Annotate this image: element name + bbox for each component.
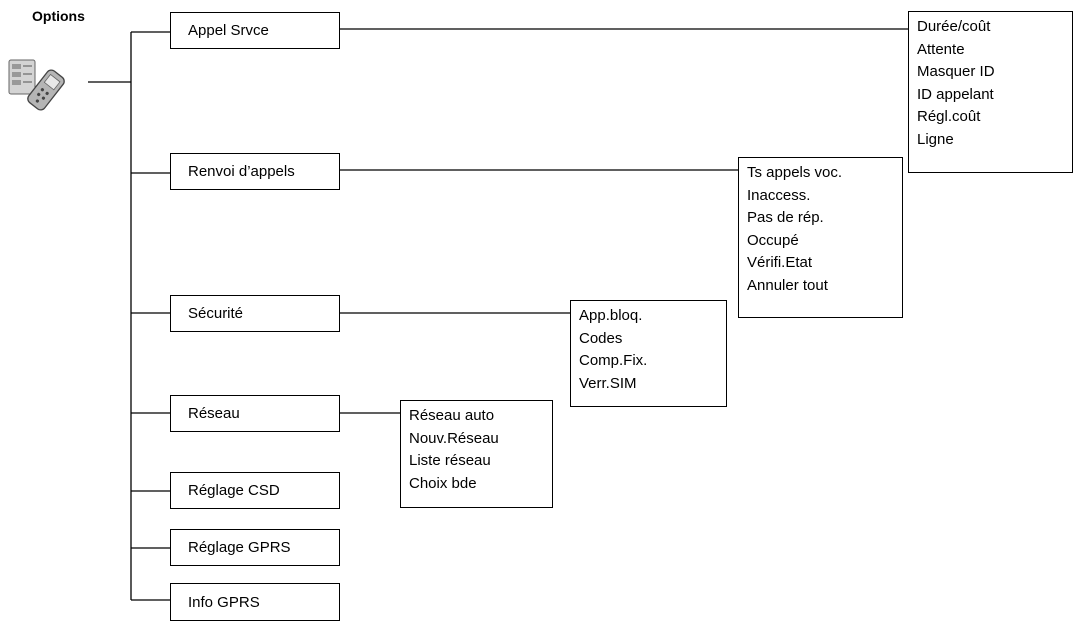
- page-title: Options: [32, 8, 85, 24]
- submenu-securite: App.bloq. Codes Comp.Fix. Verr.SIM: [570, 300, 727, 407]
- submenu-appel-srvce: Durée/coût Attente Masquer ID ID appelan…: [908, 11, 1073, 173]
- submenu-item[interactable]: Réseau auto: [409, 407, 495, 424]
- menu-item-reglage-csd[interactable]: Réglage CSD: [170, 472, 340, 509]
- submenu-item[interactable]: Verr.SIM: [579, 374, 637, 392]
- submenu-item[interactable]: Attente: [917, 40, 965, 58]
- menu-item-reseau[interactable]: Réseau: [170, 395, 340, 432]
- menu-item-label: Réseau: [188, 405, 240, 422]
- submenu-item[interactable]: Ligne: [917, 130, 954, 148]
- submenu-item[interactable]: Codes: [579, 329, 623, 347]
- menu-item-info-gprs[interactable]: Info GPRS: [170, 583, 340, 621]
- submenu-item[interactable]: Vérifi.Etat: [747, 254, 813, 271]
- menu-item-label: Appel Srvce: [188, 22, 269, 39]
- submenu-item[interactable]: Durée/coût: [917, 18, 991, 35]
- submenu-item[interactable]: Liste réseau: [409, 452, 491, 469]
- submenu-item[interactable]: Nouv.Réseau: [409, 429, 499, 447]
- submenu-renvoi-appels: Ts appels voc. Inaccess. Pas de rép. Occ…: [738, 157, 903, 318]
- submenu-item[interactable]: Masquer ID: [917, 63, 995, 80]
- menu-item-renvoi-appels[interactable]: Renvoi d’appels: [170, 153, 340, 190]
- menu-item-securite[interactable]: Sécurité: [170, 295, 340, 332]
- submenu-item[interactable]: Annuler tout: [747, 276, 828, 294]
- submenu-item[interactable]: Comp.Fix.: [579, 352, 648, 369]
- menu-item-label: Renvoi d’appels: [188, 163, 295, 180]
- phone-settings-icon: [6, 52, 72, 118]
- menu-item-label: Sécurité: [188, 305, 244, 322]
- submenu-item[interactable]: Occupé: [747, 231, 799, 249]
- menu-item-label: Réglage CSD: [188, 482, 280, 499]
- submenu-item[interactable]: Ts appels voc.: [747, 164, 843, 181]
- menu-item-label: Info GPRS: [188, 593, 260, 611]
- menu-item-label: Réglage GPRS: [188, 539, 291, 556]
- submenu-reseau: Réseau auto Nouv.Réseau Liste réseau Cho…: [400, 400, 553, 508]
- menu-item-appel-srvce[interactable]: Appel Srvce: [170, 12, 340, 49]
- submenu-item[interactable]: Choix bde: [409, 474, 477, 492]
- submenu-item[interactable]: Inaccess.: [747, 186, 811, 204]
- submenu-item[interactable]: App.bloq.: [579, 307, 643, 324]
- submenu-item[interactable]: Régl.coût: [917, 108, 981, 125]
- submenu-item[interactable]: Pas de rép.: [747, 209, 824, 226]
- submenu-item[interactable]: ID appelant: [917, 85, 994, 103]
- menu-item-reglage-gprs[interactable]: Réglage GPRS: [170, 529, 340, 566]
